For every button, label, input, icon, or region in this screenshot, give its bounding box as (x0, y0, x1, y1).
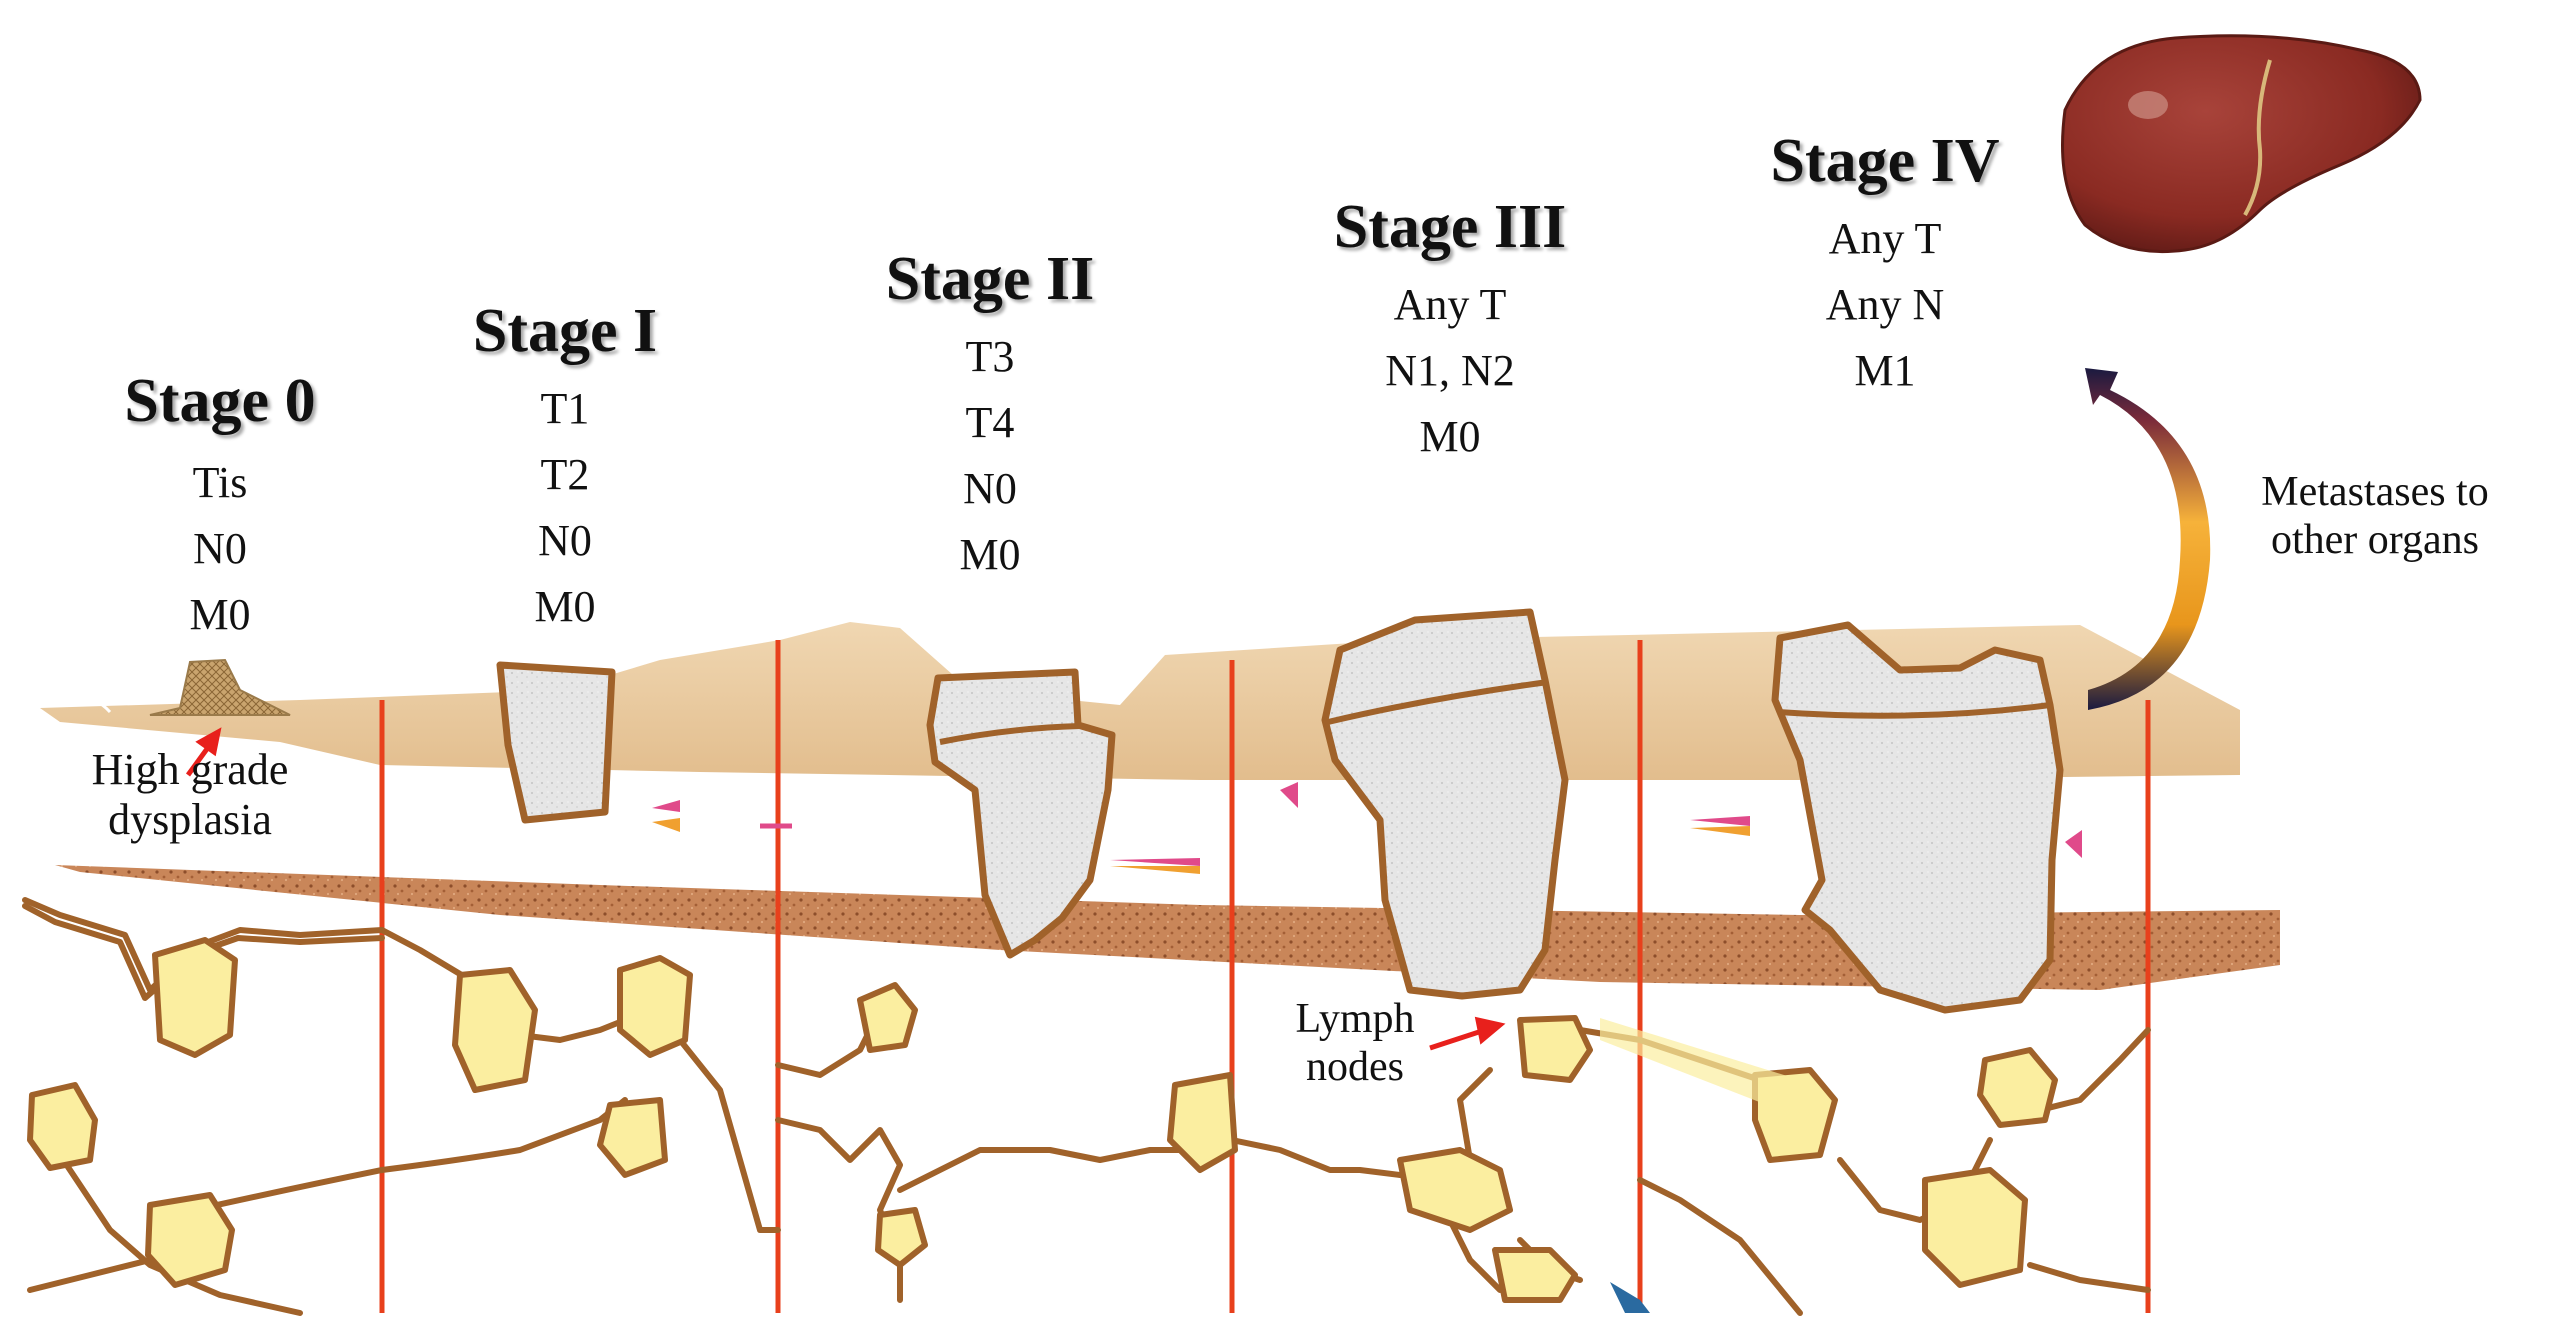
lymph-node (857, 982, 918, 1053)
stage-0-column: Stage 0 Tis N0 M0 (90, 370, 350, 648)
stage-2-n: N0 (963, 464, 1017, 513)
dysplasia-label: High grade dysplasia (91, 745, 289, 844)
stage-0-title: Stage 0 (124, 367, 316, 435)
lymph-node (597, 1097, 668, 1178)
vessel-mark (652, 800, 680, 812)
tumor-stage-2 (926, 668, 1116, 959)
stage-2-m: M0 (959, 530, 1021, 579)
stage-1-n: N0 (538, 516, 592, 565)
lymph-vessel (57, 1152, 303, 1316)
lymph-vessel (897, 1147, 1183, 1193)
lymph-node (1167, 1072, 1238, 1173)
lymph-vessel (1637, 1177, 1803, 1316)
stage-0-t: Tis (192, 458, 248, 507)
stage-3-title: Stage III (1333, 193, 1567, 261)
vessel-mark (2065, 830, 2082, 858)
lymph-nodes-label: Lymph nodes (1295, 996, 1415, 1090)
stage-1-column: Stage I T1 T2 N0 M0 (440, 300, 690, 640)
stage-4-n: Any N (1825, 280, 1945, 329)
lymph-node (1492, 1247, 1578, 1303)
stage-3-m: M0 (1419, 412, 1481, 461)
metastases-label: Metastases to other organs (2261, 469, 2489, 563)
dysplasia-lesion (149, 658, 291, 716)
stage-1-t2: T2 (540, 450, 590, 499)
stage-3-n: N1, N2 (1385, 346, 1515, 395)
lymph-vessel (27, 1257, 153, 1293)
tumor-stage-4 (1771, 621, 2064, 1014)
lymph-node (27, 1082, 98, 1171)
lymph-node (152, 937, 238, 1058)
stage-2-column: Stage II T3 T4 N0 M0 (860, 248, 1120, 588)
stage-2-title: Stage II (885, 245, 1095, 313)
lymph-vessel (379, 1097, 628, 1173)
lymph-node (1517, 1015, 1593, 1083)
stage-1-t1: T1 (540, 384, 590, 433)
vessel-mark (1690, 816, 1750, 826)
lymph-node (875, 1207, 928, 1268)
vessel-mark (1280, 782, 1298, 808)
stage-1-m: M0 (534, 582, 596, 631)
stage-4-column: Stage IV Any T Any N M1 (1740, 130, 2030, 404)
lymph-node (452, 967, 538, 1093)
metastasis-arrow-icon (2085, 368, 2211, 710)
liver-icon (2061, 34, 2422, 254)
stage-3-t: Any T (1393, 280, 1507, 329)
lymph-vessel (2027, 1262, 2151, 1293)
stage-4-m: M1 (1854, 346, 1916, 395)
lymph-node (1977, 1047, 2058, 1128)
pointer-arrow-icon (185, 727, 1506, 1051)
lymph-node (1922, 1167, 2028, 1288)
lymph-node (145, 1192, 235, 1288)
lymph-node (617, 955, 693, 1058)
stage-1-title: Stage I (472, 297, 658, 365)
lymph-node (1397, 1147, 1513, 1233)
stage-4-t: Any T (1828, 214, 1942, 263)
tumor-stage-1 (496, 661, 616, 824)
vessel-mark (1110, 858, 1200, 866)
stage-2-t4: T4 (965, 398, 1015, 447)
stage-3-column: Stage III Any T N1, N2 M0 (1300, 196, 1600, 470)
muscularis-layer (55, 865, 2280, 990)
stage-0-m: M0 (189, 590, 251, 639)
stage-2-t3: T3 (965, 332, 1015, 381)
stage-0-n: N0 (193, 524, 247, 573)
stage-4-title: Stage IV (1770, 127, 2000, 195)
lymph-vessel (677, 1037, 781, 1233)
lymph-vessel (775, 1117, 903, 1303)
